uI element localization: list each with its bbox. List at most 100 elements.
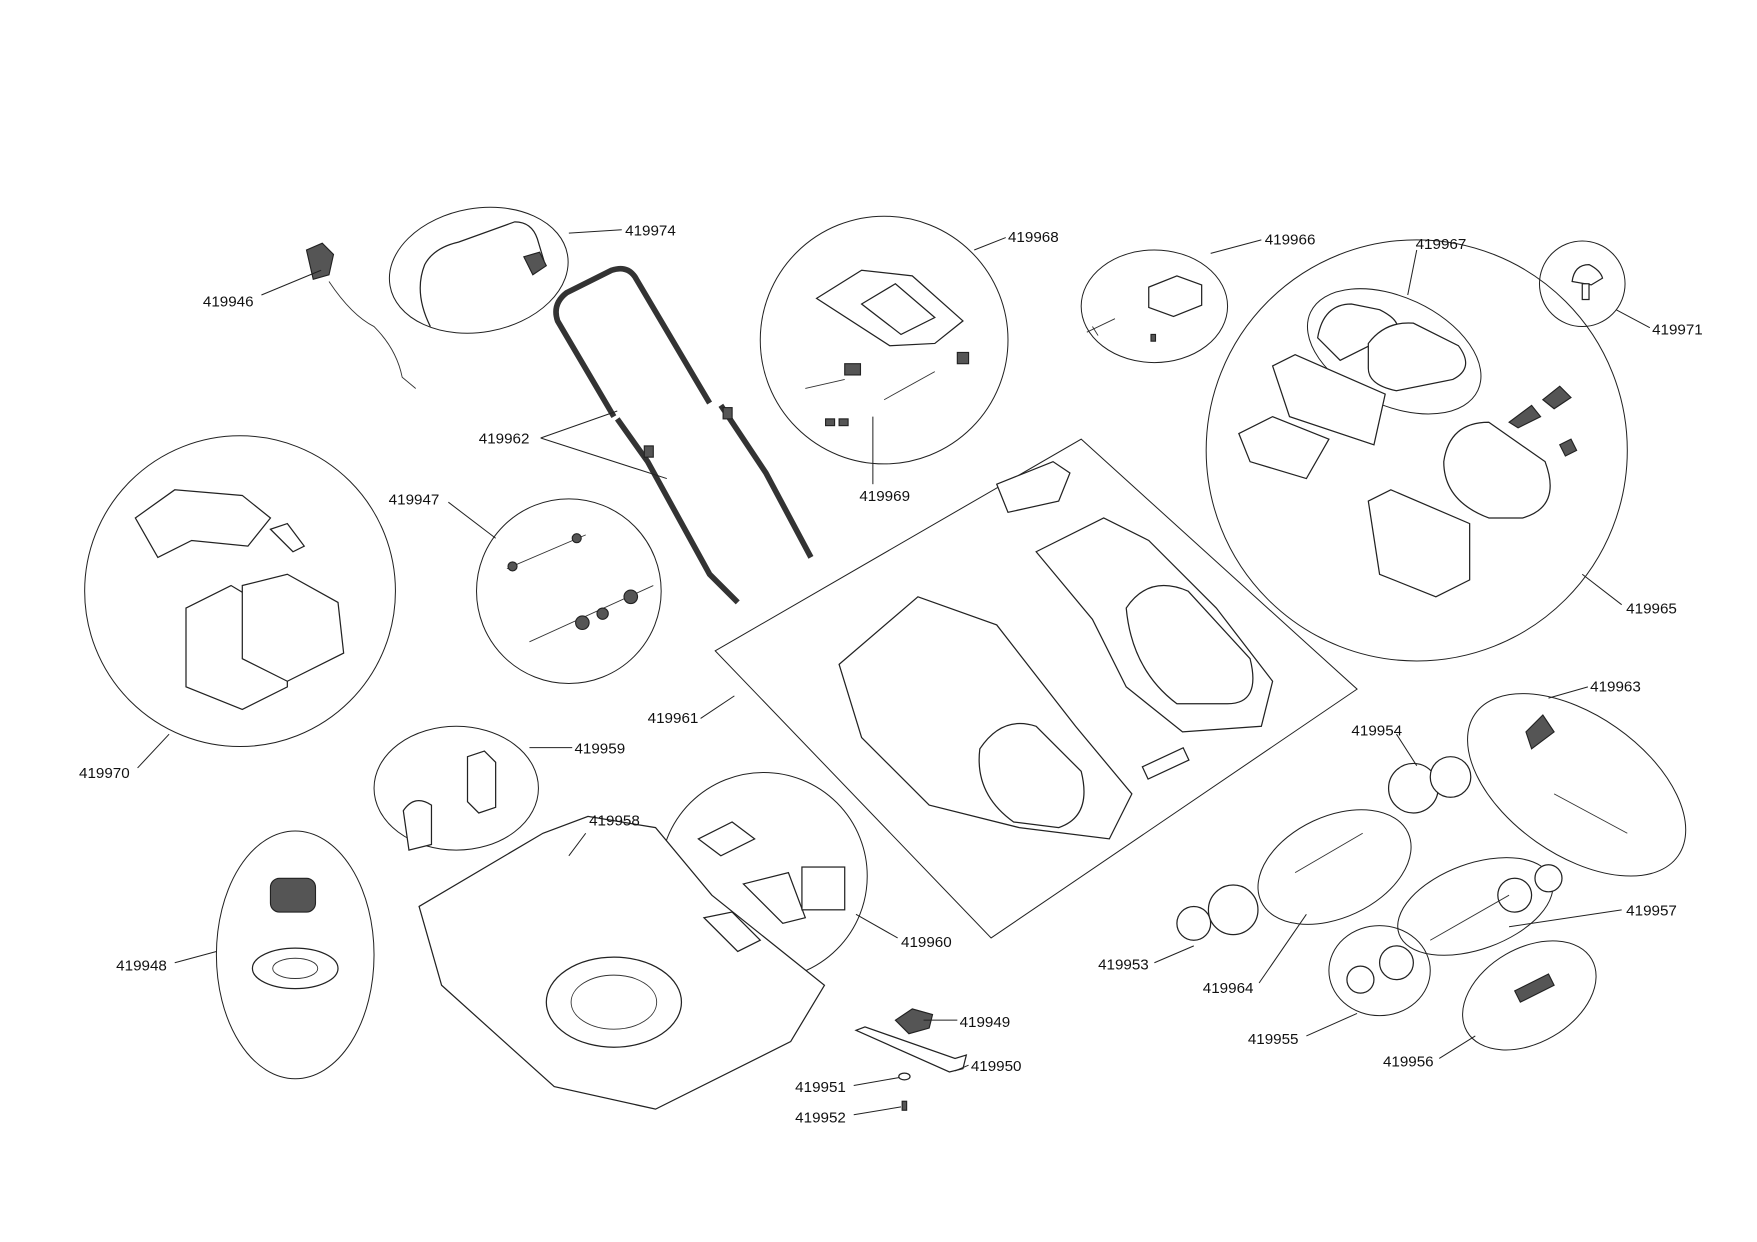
group-419968-outline bbox=[759, 215, 1009, 465]
blade-drawing bbox=[854, 1008, 968, 1111]
part-number-label: 419971 bbox=[1652, 321, 1703, 338]
callout-419971: 419971 bbox=[1615, 309, 1703, 338]
leader-line bbox=[1615, 309, 1651, 329]
part-number-label: 419953 bbox=[1098, 957, 1149, 974]
control-cover-drawing bbox=[805, 269, 970, 427]
callout-419949: 419949 bbox=[923, 1014, 1011, 1031]
part-number-label: 419961 bbox=[648, 710, 699, 727]
callout-419953: 419953 bbox=[1098, 945, 1194, 974]
callout-419947: 419947 bbox=[389, 491, 496, 539]
leader-line bbox=[448, 501, 496, 539]
part-number-label: 419974 bbox=[625, 222, 676, 239]
part-number-label: 419946 bbox=[203, 293, 254, 310]
leader-line bbox=[568, 229, 622, 234]
part-number-label: 419952 bbox=[795, 1110, 846, 1127]
part-number-label: 419958 bbox=[589, 812, 640, 829]
rear-cover-drawing bbox=[838, 460, 1274, 840]
battery-lock-drawing bbox=[1086, 275, 1203, 342]
group-419965-outline bbox=[1205, 239, 1628, 662]
group-419957-outline bbox=[1397, 857, 1554, 956]
callout-419948: 419948 bbox=[116, 950, 217, 975]
callout-419955: 419955 bbox=[1248, 1012, 1358, 1048]
callout-419957: 419957 bbox=[1508, 902, 1677, 928]
group-419959-outline bbox=[373, 725, 539, 851]
battery-compartment-drawing bbox=[1238, 354, 1578, 598]
handle-bars-drawing bbox=[553, 265, 814, 605]
part-number-label: 419966 bbox=[1265, 231, 1316, 248]
part-number-label: 419964 bbox=[1203, 980, 1254, 997]
bearing-set-drawing bbox=[506, 533, 654, 643]
callout-419946: 419946 bbox=[203, 269, 322, 310]
group-419970-outline bbox=[84, 435, 396, 748]
motor-housing-drawing bbox=[402, 750, 497, 851]
leader-line bbox=[700, 695, 735, 719]
leader-line bbox=[540, 437, 667, 480]
part-number-label: 419955 bbox=[1248, 1031, 1299, 1048]
callout-419966: 419966 bbox=[1210, 231, 1316, 254]
callout-419951: 419951 bbox=[795, 1077, 899, 1096]
part-number-label: 419969 bbox=[859, 488, 910, 505]
knob-drawing bbox=[1571, 263, 1604, 301]
motor-drawing bbox=[251, 877, 339, 990]
leader-line bbox=[1210, 239, 1262, 254]
callouts: 419946 419974 419968 419966 419967 419971 4199… bbox=[79, 222, 1703, 1126]
chute-parts-drawing bbox=[697, 821, 846, 953]
callout-419960: 419960 bbox=[855, 913, 952, 951]
callout-419967: 419967 bbox=[1407, 236, 1467, 296]
part-number-label: 419970 bbox=[79, 765, 130, 782]
part-number-label: 419954 bbox=[1351, 722, 1402, 739]
callout-419968: 419968 bbox=[974, 229, 1059, 251]
callout-419950: 419950 bbox=[954, 1058, 1022, 1075]
part-number-label: 419960 bbox=[901, 934, 952, 951]
leader-line bbox=[1581, 573, 1622, 606]
leader-line bbox=[540, 410, 618, 439]
leader-line bbox=[1508, 909, 1622, 928]
callout-419964: 419964 bbox=[1203, 914, 1307, 997]
callout-419956: 419956 bbox=[1383, 1035, 1476, 1070]
wheels-drawing bbox=[1176, 714, 1628, 1003]
callout-419959: 419959 bbox=[529, 740, 625, 757]
part-number-label: 419957 bbox=[1626, 902, 1677, 919]
part-drawings bbox=[134, 221, 1628, 1111]
leader-line bbox=[568, 832, 587, 857]
part-number-label: 419949 bbox=[960, 1014, 1011, 1031]
part-number-label: 419968 bbox=[1008, 229, 1059, 246]
part-number-label: 419965 bbox=[1626, 601, 1677, 618]
leader-line bbox=[974, 237, 1006, 251]
group-419966-outline bbox=[1080, 249, 1229, 364]
leader-line bbox=[1438, 1035, 1476, 1059]
part-number-label: 419950 bbox=[971, 1058, 1022, 1075]
leader-line bbox=[261, 269, 322, 296]
callout-419969: 419969 bbox=[859, 416, 910, 505]
group-419963-outline bbox=[1467, 693, 1687, 877]
part-number-label: 419967 bbox=[1416, 236, 1467, 253]
group-419974-outline bbox=[388, 206, 569, 334]
callout-419970: 419970 bbox=[79, 733, 170, 782]
leader-line bbox=[954, 1064, 969, 1072]
group-419955-outline bbox=[1328, 925, 1431, 1017]
group-419956-outline bbox=[1462, 940, 1597, 1051]
group-419948-outline bbox=[215, 830, 375, 1080]
callout-419961: 419961 bbox=[648, 695, 735, 727]
leader-line bbox=[1407, 249, 1418, 296]
switch-box-drawing bbox=[305, 242, 416, 389]
callout-419974: 419974 bbox=[568, 222, 676, 239]
grass-bag-drawing bbox=[134, 489, 345, 711]
upper-handle-drawing bbox=[419, 221, 548, 327]
callout-419962: 419962 bbox=[479, 410, 667, 480]
group-419961-outline bbox=[714, 438, 1358, 939]
part-number-label: 419962 bbox=[479, 431, 530, 448]
leader-line bbox=[853, 1077, 899, 1086]
callout-419952: 419952 bbox=[795, 1106, 902, 1127]
battery-cover-drawing bbox=[1316, 303, 1467, 392]
group-419971-outline bbox=[1538, 240, 1626, 328]
leader-line bbox=[1154, 945, 1194, 964]
part-number-label: 419956 bbox=[1383, 1053, 1434, 1070]
leader-line bbox=[855, 913, 898, 939]
part-number-label: 419948 bbox=[116, 958, 167, 975]
leader-line bbox=[853, 1106, 902, 1116]
group-419947-outline bbox=[476, 498, 662, 685]
part-number-label: 419951 bbox=[795, 1079, 846, 1096]
group-419964-outline bbox=[1257, 809, 1412, 925]
leader-line bbox=[1258, 914, 1307, 984]
